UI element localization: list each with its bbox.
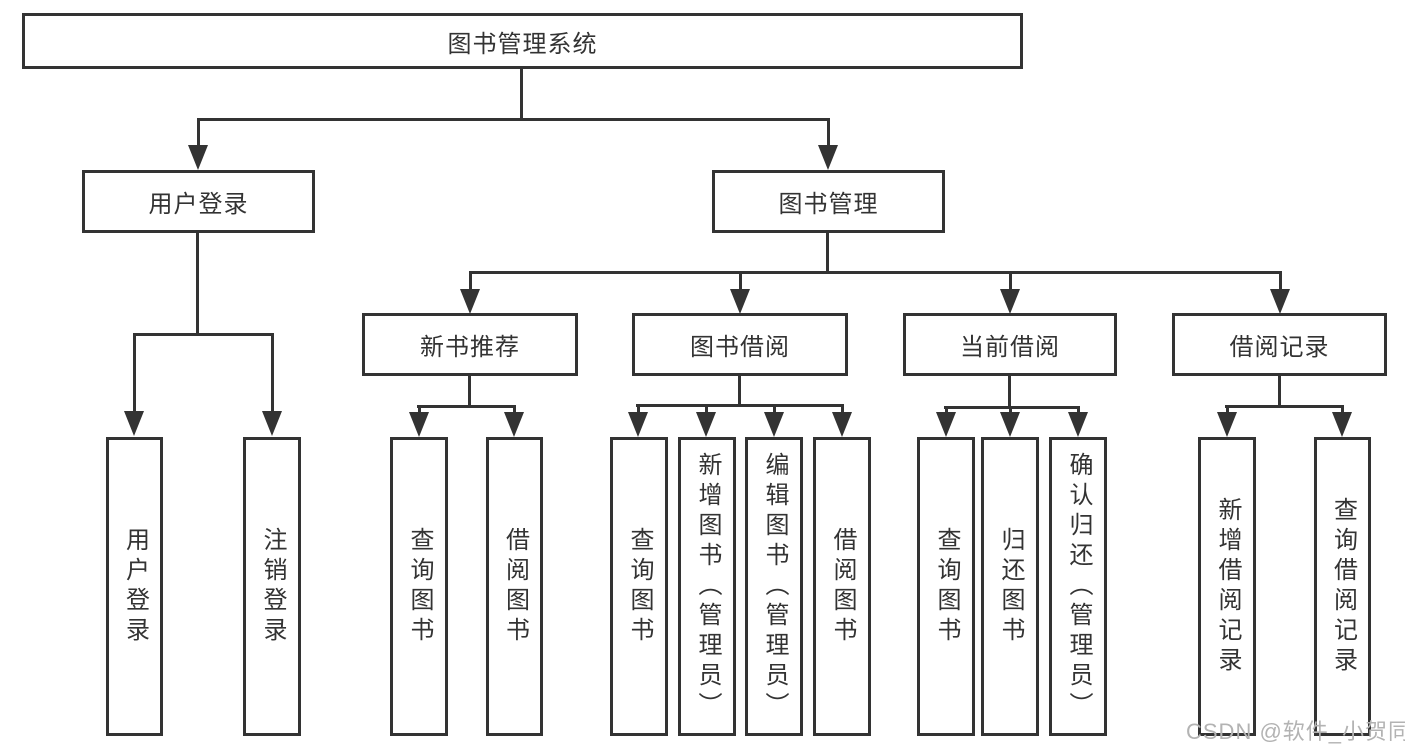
connector-line [513, 405, 516, 415]
arrow-down-icon [188, 145, 208, 170]
arrow-down-icon [124, 411, 144, 436]
node-label: 图书管理 [778, 191, 879, 218]
connector-line [469, 271, 1282, 274]
connector-line [1225, 405, 1344, 408]
arrow-down-icon [832, 412, 852, 437]
connector-line [1226, 405, 1229, 415]
connector-line [469, 271, 472, 291]
arrow-down-icon [409, 412, 429, 437]
arrow-down-icon [1217, 412, 1237, 437]
leaf-label: 用户登录 [121, 526, 149, 647]
node-book-borrow: 图书借阅 [632, 313, 848, 376]
leaf-confirm-return-admin: 确认归还（管理员） [1049, 437, 1107, 736]
leaf-add-borrow-record: 新增借阅记录 [1198, 437, 1256, 736]
leaf-label: 编辑图书（管理员） [761, 451, 788, 722]
connector-line [1341, 405, 1344, 415]
connector-line [945, 406, 948, 415]
node-label: 图书借阅 [690, 334, 790, 361]
arrow-down-icon [628, 412, 648, 437]
arrow-down-icon [504, 412, 524, 437]
connector-line [827, 118, 830, 147]
arrow-down-icon [730, 289, 750, 314]
connector-line [133, 333, 274, 336]
connector-line [1009, 271, 1012, 291]
leaf-borrow-books-1: 借阅图书 [486, 437, 543, 736]
leaf-label: 归还图书 [997, 526, 1024, 647]
node-library-system: 图书管理系统 [22, 13, 1023, 69]
leaf-query-borrow-record: 查询借阅记录 [1314, 437, 1371, 736]
leaf-label: 新增图书（管理员） [694, 451, 721, 722]
arrow-down-icon [1000, 289, 1020, 314]
node-label: 借阅记录 [1229, 334, 1330, 361]
leaf-label: 确认归还（管理员） [1065, 451, 1092, 722]
node-book-management: 图书管理 [712, 170, 945, 233]
leaf-label: 借阅图书 [829, 526, 856, 647]
connector-line [1077, 406, 1080, 415]
leaf-label: 查询图书 [406, 526, 433, 647]
leaf-label: 查询图书 [933, 526, 960, 647]
leaf-return-book: 归还图书 [981, 437, 1039, 736]
connector-line [637, 404, 640, 415]
connector-line [739, 271, 742, 291]
node-user-login: 用户登录 [82, 170, 315, 233]
connector-line [196, 233, 199, 336]
arrow-down-icon [1000, 412, 1020, 437]
leaf-label: 借阅图书 [501, 526, 529, 647]
connector-line [1279, 271, 1282, 291]
leaf-edit-book-admin: 编辑图书（管理员） [745, 437, 803, 736]
arrow-down-icon [818, 145, 838, 170]
connector-line [197, 118, 830, 121]
watermark: CSDN @软件_小贺同学 [1186, 719, 1405, 744]
connector-line [418, 405, 421, 415]
connector-line [636, 404, 844, 407]
connector-line [417, 405, 516, 408]
leaf-query-books-1: 查询图书 [390, 437, 448, 736]
connector-line [1009, 406, 1012, 415]
node-current-borrow: 当前借阅 [903, 313, 1117, 376]
leaf-label: 查询图书 [626, 526, 653, 647]
leaf-user-login: 用户登录 [106, 437, 163, 736]
arrow-down-icon [460, 289, 480, 314]
leaf-label: 查询借阅记录 [1329, 496, 1357, 677]
connector-line [520, 69, 523, 120]
leaf-query-books-3: 查询图书 [917, 437, 975, 736]
leaf-label: 注销登录 [259, 526, 286, 647]
connector-line [773, 404, 776, 415]
connector-line [841, 404, 844, 415]
connector-line [468, 376, 471, 408]
arrow-down-icon [936, 412, 956, 437]
connector-line [826, 233, 829, 274]
arrow-down-icon [262, 411, 282, 436]
arrow-down-icon [1332, 412, 1352, 437]
node-label: 新书推荐 [420, 334, 520, 361]
connector-line [1008, 376, 1011, 409]
node-label: 图书管理系统 [447, 30, 598, 58]
connector-line [271, 333, 274, 413]
leaf-borrow-books-2: 借阅图书 [813, 437, 871, 736]
connector-line [197, 118, 200, 147]
arrow-down-icon [1270, 289, 1290, 314]
leaf-add-book-admin: 新增图书（管理员） [678, 437, 736, 736]
connector-line [133, 333, 136, 413]
arrow-down-icon [764, 412, 784, 437]
node-label: 当前借阅 [960, 334, 1060, 361]
leaf-query-books-2: 查询图书 [610, 437, 668, 736]
leaf-logout: 注销登录 [243, 437, 301, 736]
arrow-down-icon [1068, 412, 1088, 437]
node-new-book-recommend: 新书推荐 [362, 313, 578, 376]
arrow-down-icon [696, 412, 716, 437]
connector-line [1278, 376, 1281, 408]
connector-line [705, 404, 708, 415]
node-label: 用户登录 [148, 191, 249, 218]
leaf-label: 新增借阅记录 [1214, 496, 1241, 677]
connector-line [944, 406, 1080, 409]
connector-line [738, 376, 741, 407]
node-borrow-records: 借阅记录 [1172, 313, 1387, 376]
